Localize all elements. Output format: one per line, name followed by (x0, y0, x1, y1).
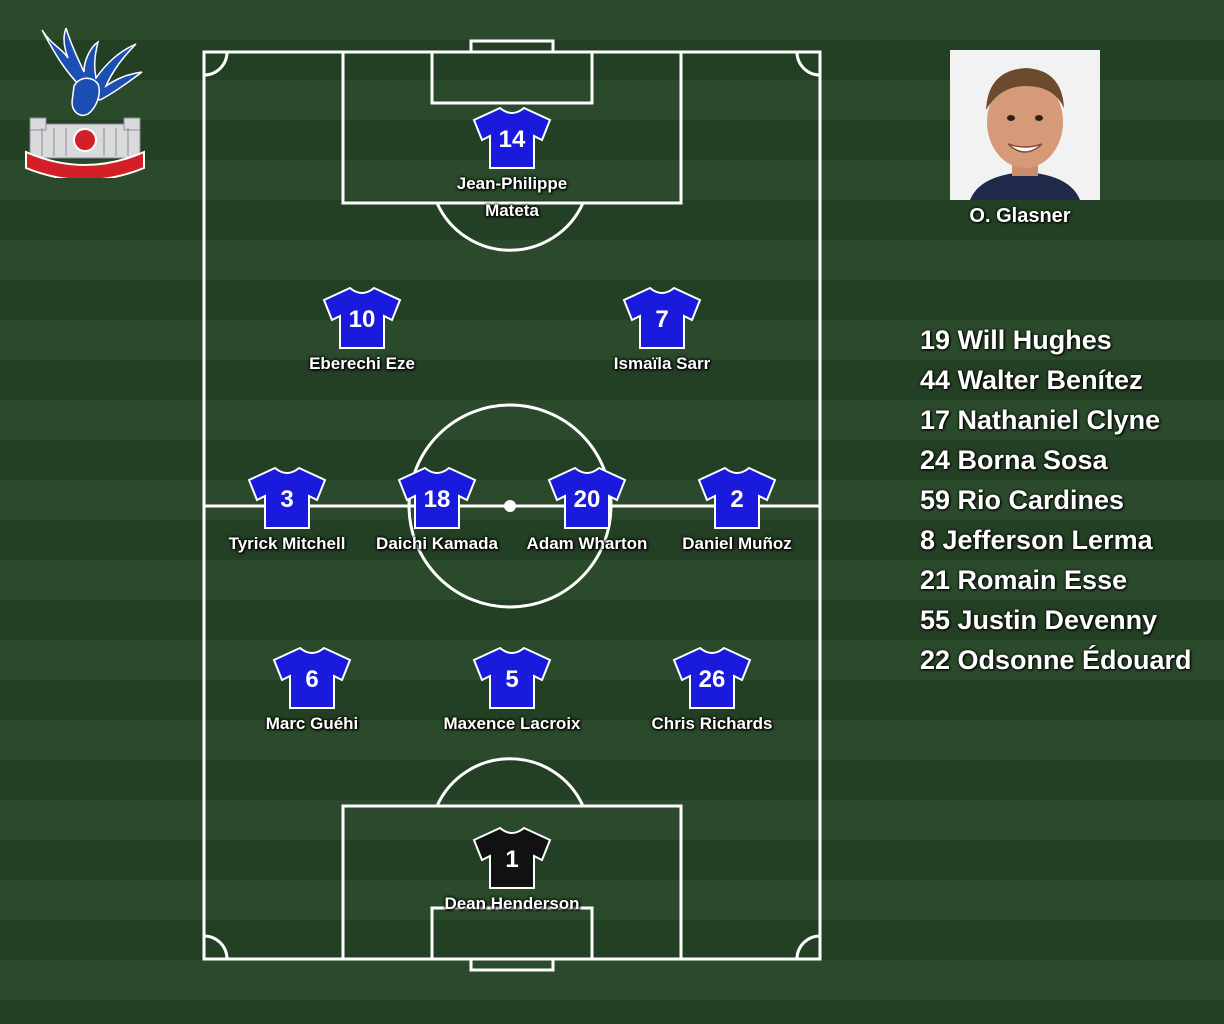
player-name: Maxence Lacroix (443, 714, 581, 733)
coach-name: O. Glasner (969, 205, 1071, 227)
corner-arc (795, 51, 821, 77)
shirt-icon: 20 (545, 466, 629, 530)
shirt-icon: 18 (395, 466, 479, 530)
player-name: Adam Wharton (526, 534, 648, 553)
top-penalty-arc (435, 202, 585, 252)
player-marker: 5 Maxence Lacroix (422, 646, 602, 737)
substitute-item: 44 Walter Benítez (920, 365, 1143, 395)
player-name: Chris Richards (651, 714, 773, 733)
top-goal-area (430, 50, 594, 105)
shirt-number: 3 (280, 486, 294, 513)
shirt-icon: 3 (245, 466, 329, 530)
player-name: Ismaïla Sarr (613, 354, 711, 373)
coach-photo (950, 50, 1100, 200)
shirt-number: 6 (305, 666, 319, 693)
player-name: Daichi Kamada (376, 534, 498, 553)
shirt-number: 20 (573, 486, 601, 513)
goalkeeper-marker: 1 Dean Henderson (422, 826, 602, 917)
corner-arc (203, 51, 229, 77)
shirt-number: 18 (423, 486, 451, 513)
substitute-item: 22 Odsonne Édouard (920, 645, 1192, 675)
substitute-item: 19 Will Hughes (920, 325, 1112, 355)
corner-arc (203, 934, 229, 960)
player-name: Tyrick Mitchell (228, 534, 346, 553)
substitute-item: 55 Justin Devenny (920, 605, 1158, 635)
player-name: Eberechi Eze (309, 354, 415, 373)
player-name: Dean Henderson (444, 894, 580, 913)
shirt-number: 1 (505, 846, 519, 873)
substitute-item: 59 Rio Cardines (920, 485, 1125, 515)
shirt-icon: 5 (470, 646, 554, 710)
centre-circle (407, 403, 613, 609)
player-marker: 14 Jean-Philippe Mateta (422, 106, 602, 224)
top-goal (469, 39, 555, 54)
shirt-icon: 26 (670, 646, 754, 710)
player-marker: 3 Tyrick Mitchell (197, 466, 377, 557)
player-name: Jean-Philippe Mateta (456, 174, 568, 220)
player-name: Daniel Muñoz (682, 534, 792, 553)
goalkeeper-shirt-icon: 1 (470, 826, 554, 890)
player-marker: 7 Ismaïla Sarr (572, 286, 752, 377)
bottom-penalty-arc (435, 757, 585, 807)
substitute-item: 17 Nathaniel Clyne (920, 405, 1161, 435)
shirt-icon: 14 (470, 106, 554, 170)
shirt-number: 10 (348, 306, 376, 333)
player-marker: 20 Adam Wharton (497, 466, 677, 557)
shirt-icon: 10 (320, 286, 404, 350)
shirt-icon: 7 (620, 286, 704, 350)
player-marker: 10 Eberechi Eze (272, 286, 452, 377)
player-name: Marc Guéhi (265, 714, 359, 733)
substitutes-list: 19 Will Hughes 44 Walter Benítez 17 Nath… (920, 320, 1192, 680)
substitute-item: 24 Borna Sosa (920, 445, 1108, 475)
substitute-item: 21 Romain Esse (920, 565, 1128, 595)
club-crest-logo (25, 28, 145, 178)
substitute-item: 8 Jefferson Lerma (920, 525, 1153, 555)
shirt-number: 5 (505, 666, 519, 693)
shirt-number: 7 (655, 306, 669, 333)
shirt-icon: 6 (270, 646, 354, 710)
shirt-number: 14 (498, 126, 526, 153)
player-marker: 26 Chris Richards (622, 646, 802, 737)
shirt-number: 26 (698, 666, 726, 693)
shirt-icon: 2 (695, 466, 779, 530)
player-marker: 18 Daichi Kamada (347, 466, 527, 557)
bottom-goal (469, 957, 555, 972)
centre-spot (504, 500, 516, 512)
player-marker: 6 Marc Guéhi (222, 646, 402, 737)
shirt-number: 2 (730, 486, 744, 513)
player-marker: 2 Daniel Muñoz (647, 466, 827, 557)
corner-arc (795, 934, 821, 960)
